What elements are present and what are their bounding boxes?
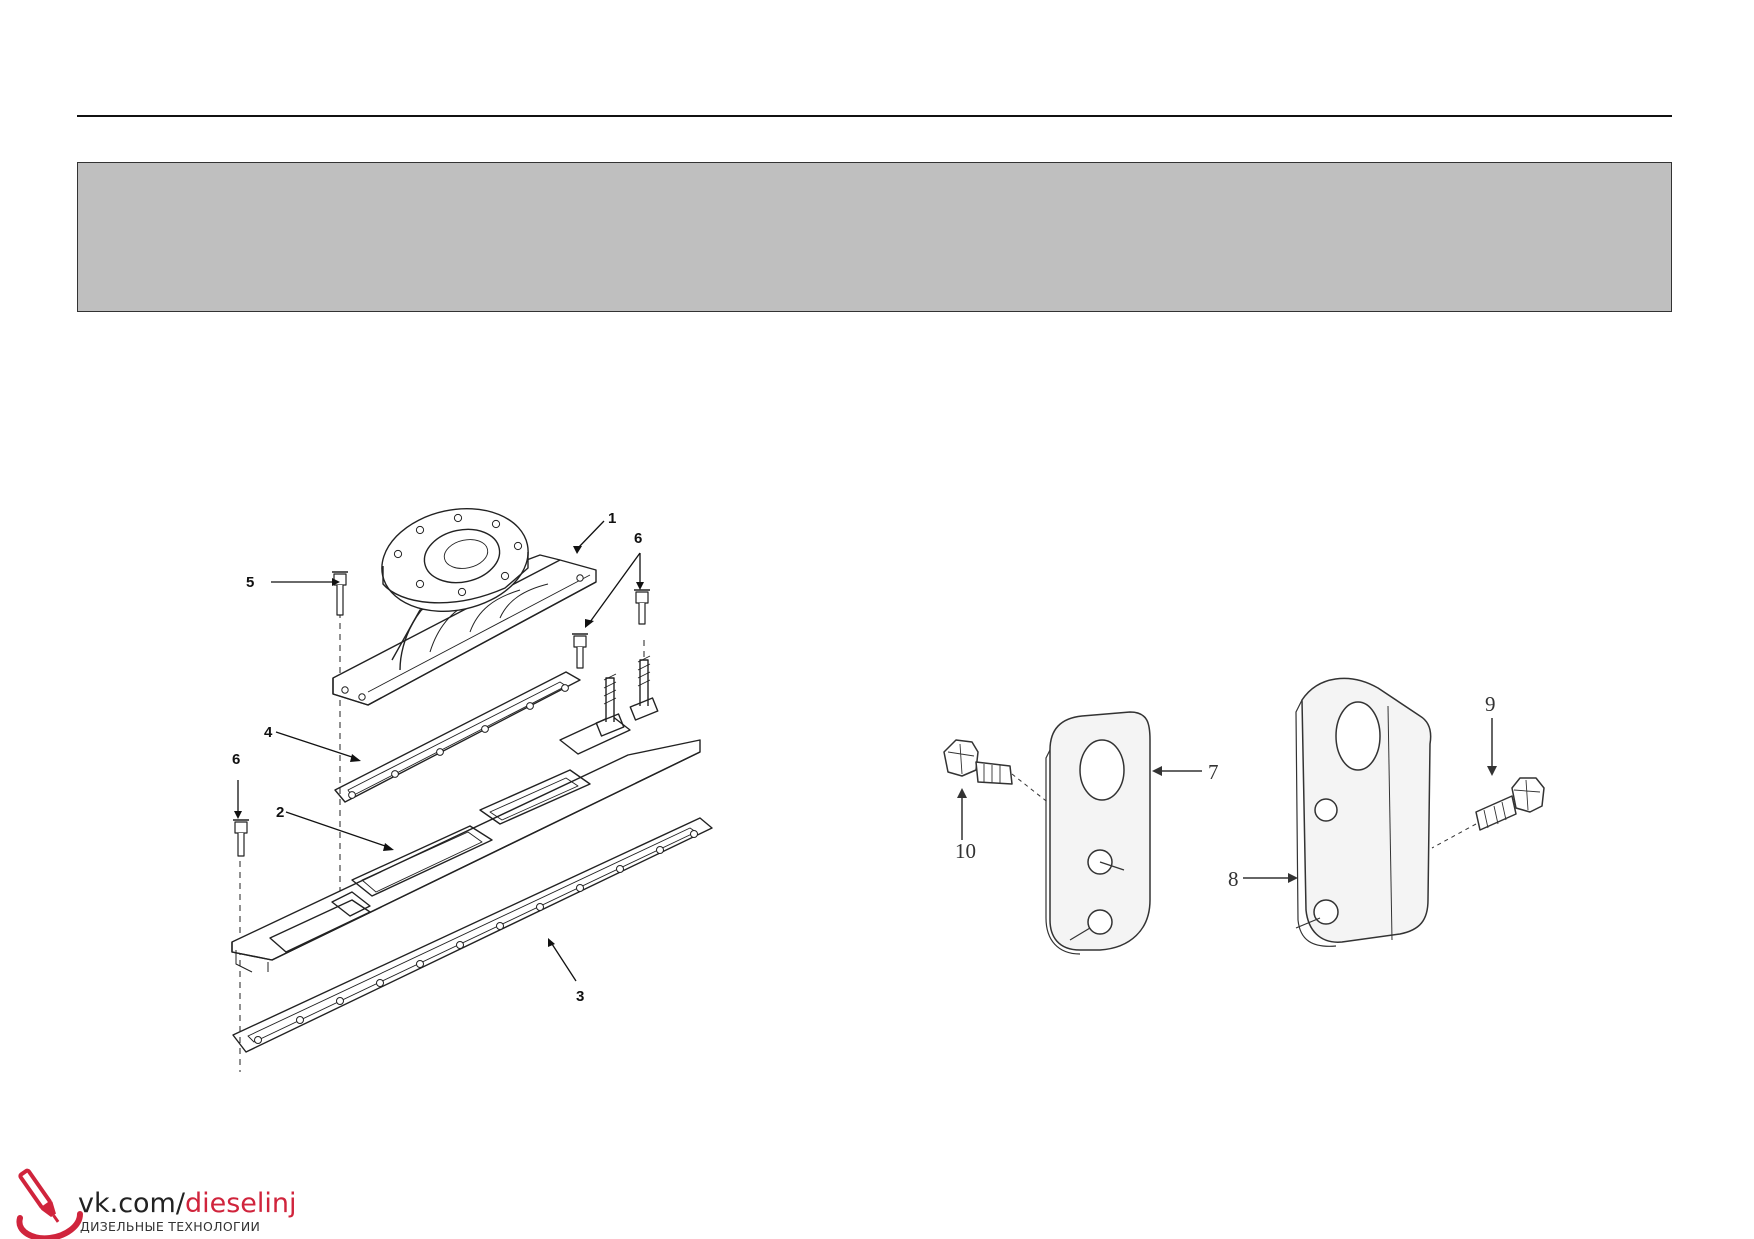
bracket-callout-labels: 7 8 9 10 [955,692,1496,891]
upper-gasket-part-4 [334,671,581,803]
intake-manifold-part-1 [332,508,597,706]
callout-1: 1 [608,510,616,527]
intake-manifold-diagram: 1 2 3 4 5 6 6 [231,508,713,1072]
bracket-part-8 [1295,677,1432,947]
callout-9: 9 [1485,692,1496,716]
bolt-part-9 [1431,777,1545,849]
watermark-url: vk.com/dieselinj [78,1190,297,1217]
watermark-url-prefix: vk.com/ [78,1188,185,1219]
leader-lines [234,520,644,982]
bottom-gasket-part-3 [232,817,713,1053]
callout-2: 2 [276,804,284,821]
bracket-part-7 [1045,711,1151,955]
callout-7: 7 [1208,760,1219,784]
fuel-injector-logo-icon [16,1168,83,1239]
callout-labels: 1 2 3 4 5 6 6 [232,510,642,1005]
bracket-leader-lines [957,718,1497,883]
title-banner [77,162,1672,312]
watermark-tagline: ДИЗЕЛЬНЫЕ ТЕХНОЛОГИИ [80,1219,261,1234]
watermark-url-name: dieselinj [184,1188,297,1219]
callout-4: 4 [264,724,273,741]
callout-6-top: 6 [634,530,642,547]
callout-8: 8 [1228,867,1239,891]
header-rule [77,115,1672,117]
callout-5: 5 [246,574,254,591]
air-heater-plate-part-2 [231,655,701,973]
bolt-part-10 [943,739,1051,805]
callout-10: 10 [955,839,976,863]
callout-3: 3 [576,988,584,1005]
flange-bolts [233,571,650,857]
callout-6-left: 6 [232,751,240,768]
lifting-bracket-diagram: 7 8 9 10 [943,677,1545,955]
